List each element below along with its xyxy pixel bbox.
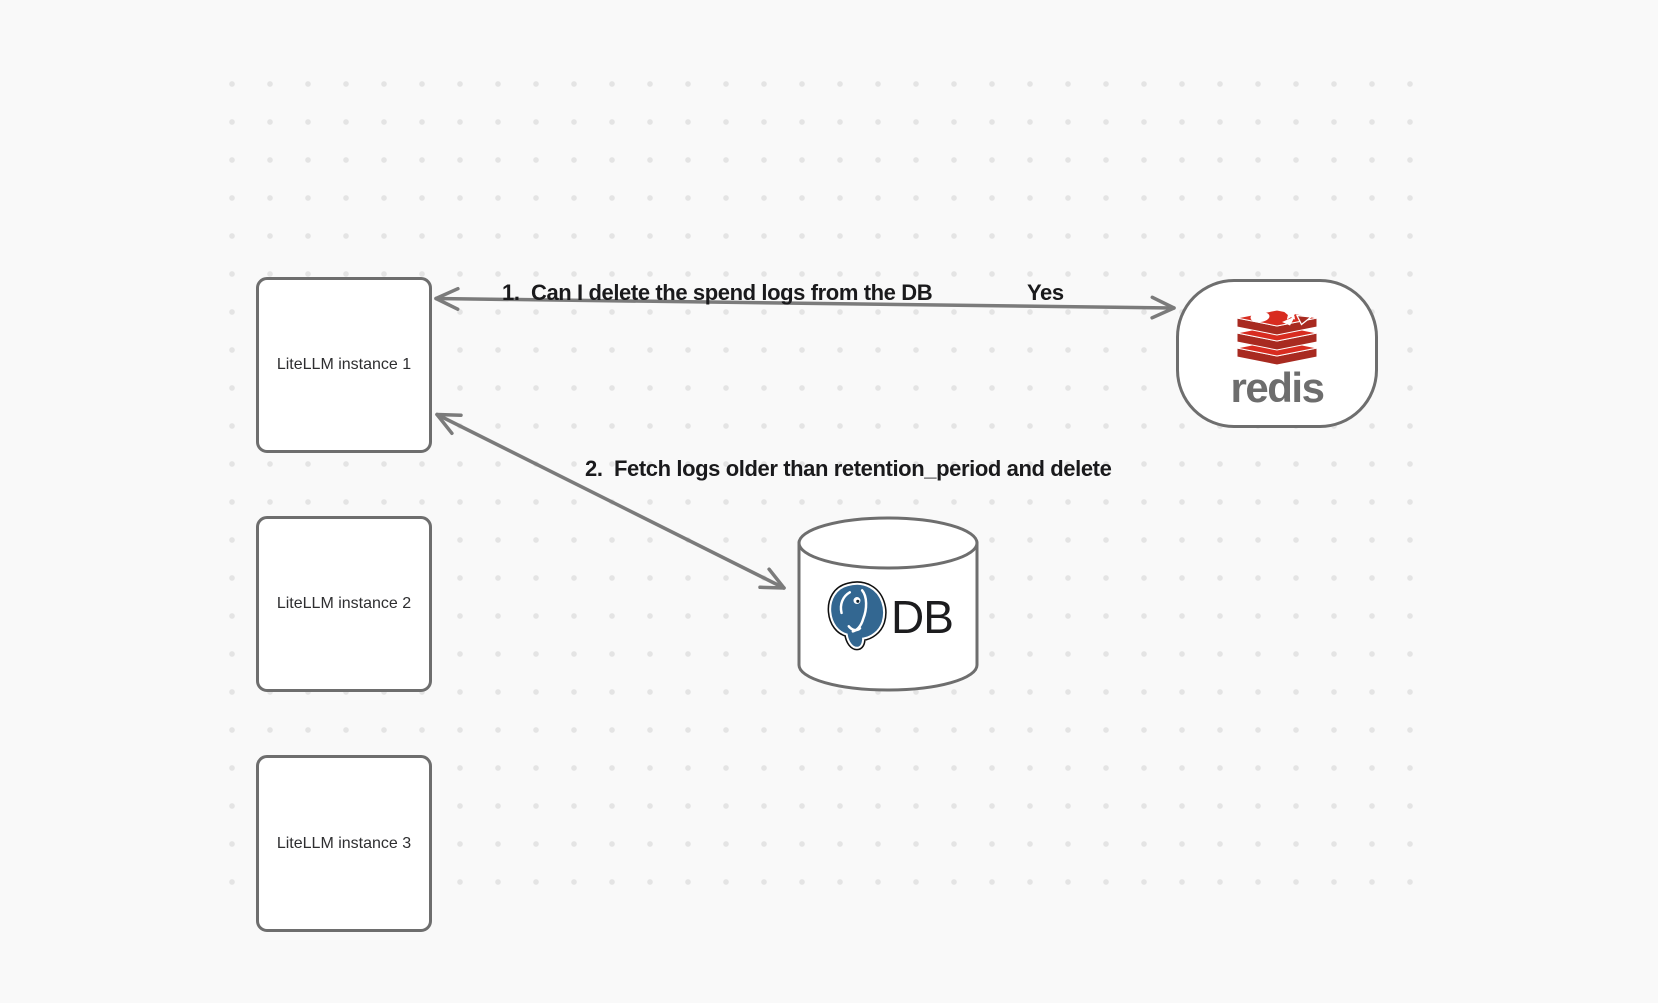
node-redis[interactable]: redis: [1176, 279, 1378, 428]
arrow1-answer-label: Yes: [1027, 280, 1064, 305]
redis-wordmark: redis: [1230, 363, 1325, 411]
arrow1-label: 1. Can I delete the spend logs from the …: [502, 280, 933, 305]
arrowhead-lower-icon: [758, 567, 786, 590]
postgresql-elephant-icon: [827, 581, 887, 651]
node-label: LiteLLM instance 2: [276, 595, 412, 612]
node-database-content[interactable]: DB: [799, 518, 979, 690]
node-label: LiteLLM instance 1: [276, 356, 412, 373]
redis-dark-triangle-shape: [1295, 314, 1313, 326]
arrowhead-upper-icon: [435, 412, 463, 436]
redis-star-shape: [1284, 306, 1298, 320]
arrow2-label: 2. Fetch logs older than retention_perio…: [585, 456, 1112, 481]
arrow-fetch-logs-and-delete[interactable]: [435, 412, 786, 590]
arrow-can-i-delete-spend-logs[interactable]: [434, 286, 1176, 320]
node-database-cylinder[interactable]: [797, 516, 979, 692]
node-label: LiteLLM instance 3: [276, 834, 412, 852]
redis-logo-icon: [1236, 306, 1318, 366]
node-litellm-instance-1[interactable]: LiteLLM instance 1: [256, 277, 432, 453]
redis-white-triangle-shape: [1282, 316, 1295, 325]
arrowhead-right-icon: [1150, 295, 1176, 320]
arrowhead-left-icon: [434, 286, 460, 311]
database-label: DB: [891, 591, 954, 643]
redis-circle-shape: [1250, 311, 1270, 322]
node-litellm-instance-2[interactable]: LiteLLM instance 2: [256, 516, 432, 692]
node-litellm-instance-3[interactable]: LiteLLM instance 3: [256, 755, 432, 932]
